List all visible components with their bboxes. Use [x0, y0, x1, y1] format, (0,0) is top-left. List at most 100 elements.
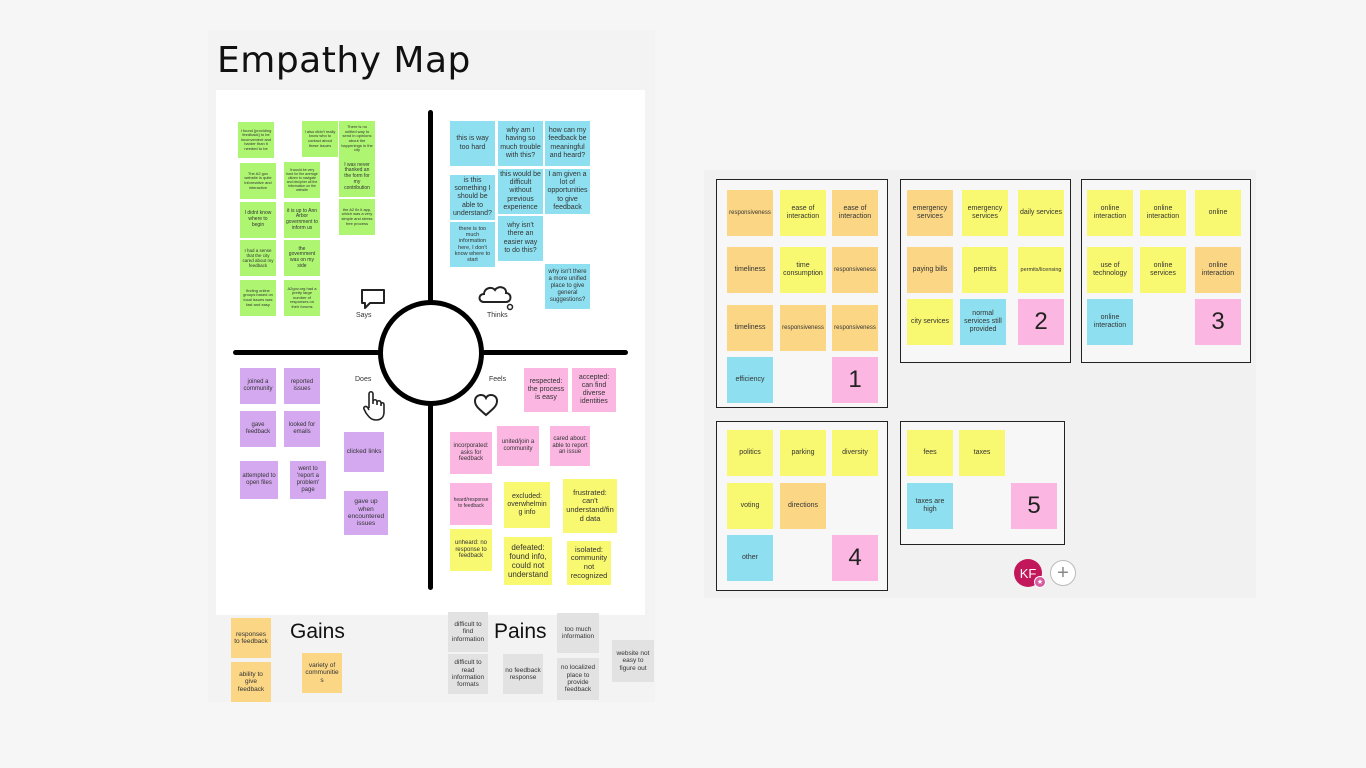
sticky-note[interactable]: paying bills — [907, 247, 953, 293]
sticky-note[interactable]: website not easy to figure out — [612, 640, 654, 682]
sticky-note[interactable]: too much information — [557, 613, 599, 653]
sticky-note[interactable]: efficiency — [727, 357, 773, 403]
thought-cloud-icon — [476, 284, 516, 317]
sticky-note[interactable]: ease of interaction — [780, 190, 826, 236]
sticky-note[interactable]: online interaction — [1195, 247, 1241, 293]
sticky-note[interactable]: there is too much information here, I do… — [450, 222, 495, 267]
sticky-note[interactable]: daily services — [1018, 190, 1064, 236]
sticky-note[interactable]: accepted: can find diverse identities — [572, 368, 616, 412]
sticky-note[interactable]: time consumption — [780, 247, 826, 293]
sticky-note[interactable]: frustrated: can't understand/find data — [563, 479, 617, 533]
sticky-note[interactable]: parking — [780, 430, 826, 476]
sticky-note[interactable]: It would be very hard for the average ci… — [284, 162, 320, 198]
sticky-note[interactable]: responsiveness — [832, 305, 878, 351]
sticky-note[interactable]: looked for emails — [284, 411, 320, 447]
sticky-note[interactable]: this is way too hard — [450, 121, 495, 166]
sticky-note[interactable]: voting — [727, 483, 773, 529]
sticky-note[interactable]: defeated: found info, could not understa… — [504, 537, 552, 585]
sticky-note[interactable]: variety of communities — [302, 653, 342, 693]
sticky-note[interactable]: difficult to read information formats — [448, 654, 488, 694]
group-number-4: 4 — [832, 535, 878, 581]
sticky-note[interactable]: emergency services — [907, 190, 953, 236]
sticky-note[interactable]: isolated: community not recognized — [567, 541, 611, 585]
sticky-note[interactable]: cared about: able to report an issue — [550, 426, 590, 466]
star-icon: ★ — [1034, 576, 1046, 588]
sticky-note[interactable]: why isn't there an easier way to do this… — [498, 216, 543, 261]
sticky-note[interactable]: finding online groups based on local iss… — [240, 280, 276, 316]
sticky-note[interactable]: permits — [962, 247, 1008, 293]
sticky-note[interactable]: ability to give feedback — [231, 662, 271, 702]
sticky-note[interactable]: went to 'report a problem' page — [290, 461, 326, 499]
sticky-note[interactable]: no localized place to provide feedback — [557, 658, 599, 700]
sticky-note[interactable]: responsiveness — [832, 247, 878, 293]
sticky-note[interactable]: The A2 gov website is quite informative … — [240, 163, 276, 199]
group-number-5: 5 — [1011, 483, 1057, 529]
sticky-note[interactable]: fees — [907, 430, 953, 476]
board-title: Empathy Map — [217, 40, 471, 81]
sticky-note[interactable]: how can my feedback be meaningful and he… — [545, 121, 590, 166]
sticky-note[interactable]: why am I having so much trouble with thi… — [498, 121, 543, 166]
sticky-note[interactable]: I found [providing feedback] to be incon… — [238, 122, 274, 158]
group-number-1: 1 — [832, 357, 878, 403]
sticky-note[interactable]: There is no unified way to send in opini… — [339, 121, 375, 157]
sticky-note[interactable]: why isn't there a more unified place to … — [545, 264, 590, 309]
sticky-note[interactable]: online interaction — [1140, 190, 1186, 236]
sticky-note[interactable]: it is up to Ann Arbor government to info… — [284, 202, 320, 238]
sticky-note[interactable]: no feedback response — [503, 654, 543, 694]
gains-label: Gains — [290, 620, 345, 643]
sticky-note[interactable]: I also didn't really know who to contact… — [302, 121, 338, 157]
sticky-note[interactable]: the government was on my side — [284, 240, 320, 276]
sticky-note[interactable]: ease of interaction — [832, 190, 878, 236]
sticky-note[interactable]: is this something I should be able to un… — [450, 175, 495, 220]
sticky-note[interactable]: gave feedback — [240, 411, 276, 447]
sticky-note[interactable]: I had a sense that the city cared about … — [240, 240, 276, 276]
sticky-note[interactable]: use of technology — [1087, 247, 1133, 293]
sticky-note[interactable]: heard/response to feedback — [450, 483, 492, 525]
sticky-note[interactable]: timeliness — [727, 247, 773, 293]
sticky-note[interactable]: I was never thanked an the form for my c… — [339, 157, 375, 197]
sticky-note[interactable]: directions — [780, 483, 826, 529]
sticky-note[interactable]: attempted to open files — [240, 461, 278, 499]
sticky-note[interactable]: online interaction — [1087, 299, 1133, 345]
sticky-note[interactable]: joined a community — [240, 368, 276, 404]
sticky-note[interactable]: difficult to find information — [448, 612, 488, 652]
add-collaborator-button[interactable]: + — [1050, 560, 1076, 586]
sticky-note[interactable]: responsiveness — [780, 305, 826, 351]
sticky-note[interactable]: gave up when encountered issues — [344, 491, 388, 535]
sticky-note[interactable]: clicked links — [344, 432, 384, 472]
sticky-note[interactable]: A2gov.org had a pretty large number of r… — [284, 280, 320, 316]
sticky-note[interactable]: excluded: overwhelming info — [504, 482, 550, 528]
sticky-note[interactable]: reported issues — [284, 368, 320, 404]
sticky-note[interactable]: permits/licensing — [1018, 247, 1064, 293]
sticky-note[interactable]: online services — [1140, 247, 1186, 293]
sticky-note[interactable]: diversity — [832, 430, 878, 476]
group-number-2: 2 — [1018, 299, 1064, 345]
pointer-hand-icon — [362, 390, 386, 427]
speech-bubble-icon — [360, 288, 386, 315]
sticky-note[interactable]: politics — [727, 430, 773, 476]
sticky-note[interactable]: responses to feedback — [231, 618, 271, 658]
sticky-note[interactable]: respected: the process is easy — [524, 368, 568, 412]
sticky-note[interactable]: normal services still provided — [960, 299, 1006, 345]
pains-label: Pains — [494, 620, 547, 643]
says-label: Says — [356, 312, 372, 319]
sticky-note[interactable]: I didnt know where to begin — [240, 202, 276, 238]
does-label: Does — [355, 376, 372, 383]
heart-icon — [473, 393, 499, 423]
sticky-note[interactable]: timeliness — [727, 305, 773, 351]
sticky-note[interactable]: responsiveness — [727, 190, 773, 236]
sticky-note[interactable]: this would be difficult without previous… — [498, 169, 543, 214]
sticky-note[interactable]: taxes are high — [907, 483, 953, 529]
sticky-note[interactable]: the A2 fix it app, which was a very simp… — [339, 199, 375, 235]
sticky-note[interactable]: online — [1195, 190, 1241, 236]
sticky-note[interactable]: other — [727, 535, 773, 581]
sticky-note[interactable]: city services — [907, 299, 953, 345]
sticky-note[interactable]: unheard: no response to feedback — [450, 529, 492, 571]
sticky-note[interactable]: taxes — [959, 430, 1005, 476]
sticky-note[interactable]: online interaction — [1087, 190, 1133, 236]
group-number-3: 3 — [1195, 299, 1241, 345]
sticky-note[interactable]: united/join a community — [497, 426, 539, 466]
sticky-note[interactable]: incorporated: asks for feedback — [450, 432, 492, 474]
sticky-note[interactable]: I am given a lot of opportunities to giv… — [545, 169, 590, 214]
sticky-note[interactable]: emergency services — [962, 190, 1008, 236]
